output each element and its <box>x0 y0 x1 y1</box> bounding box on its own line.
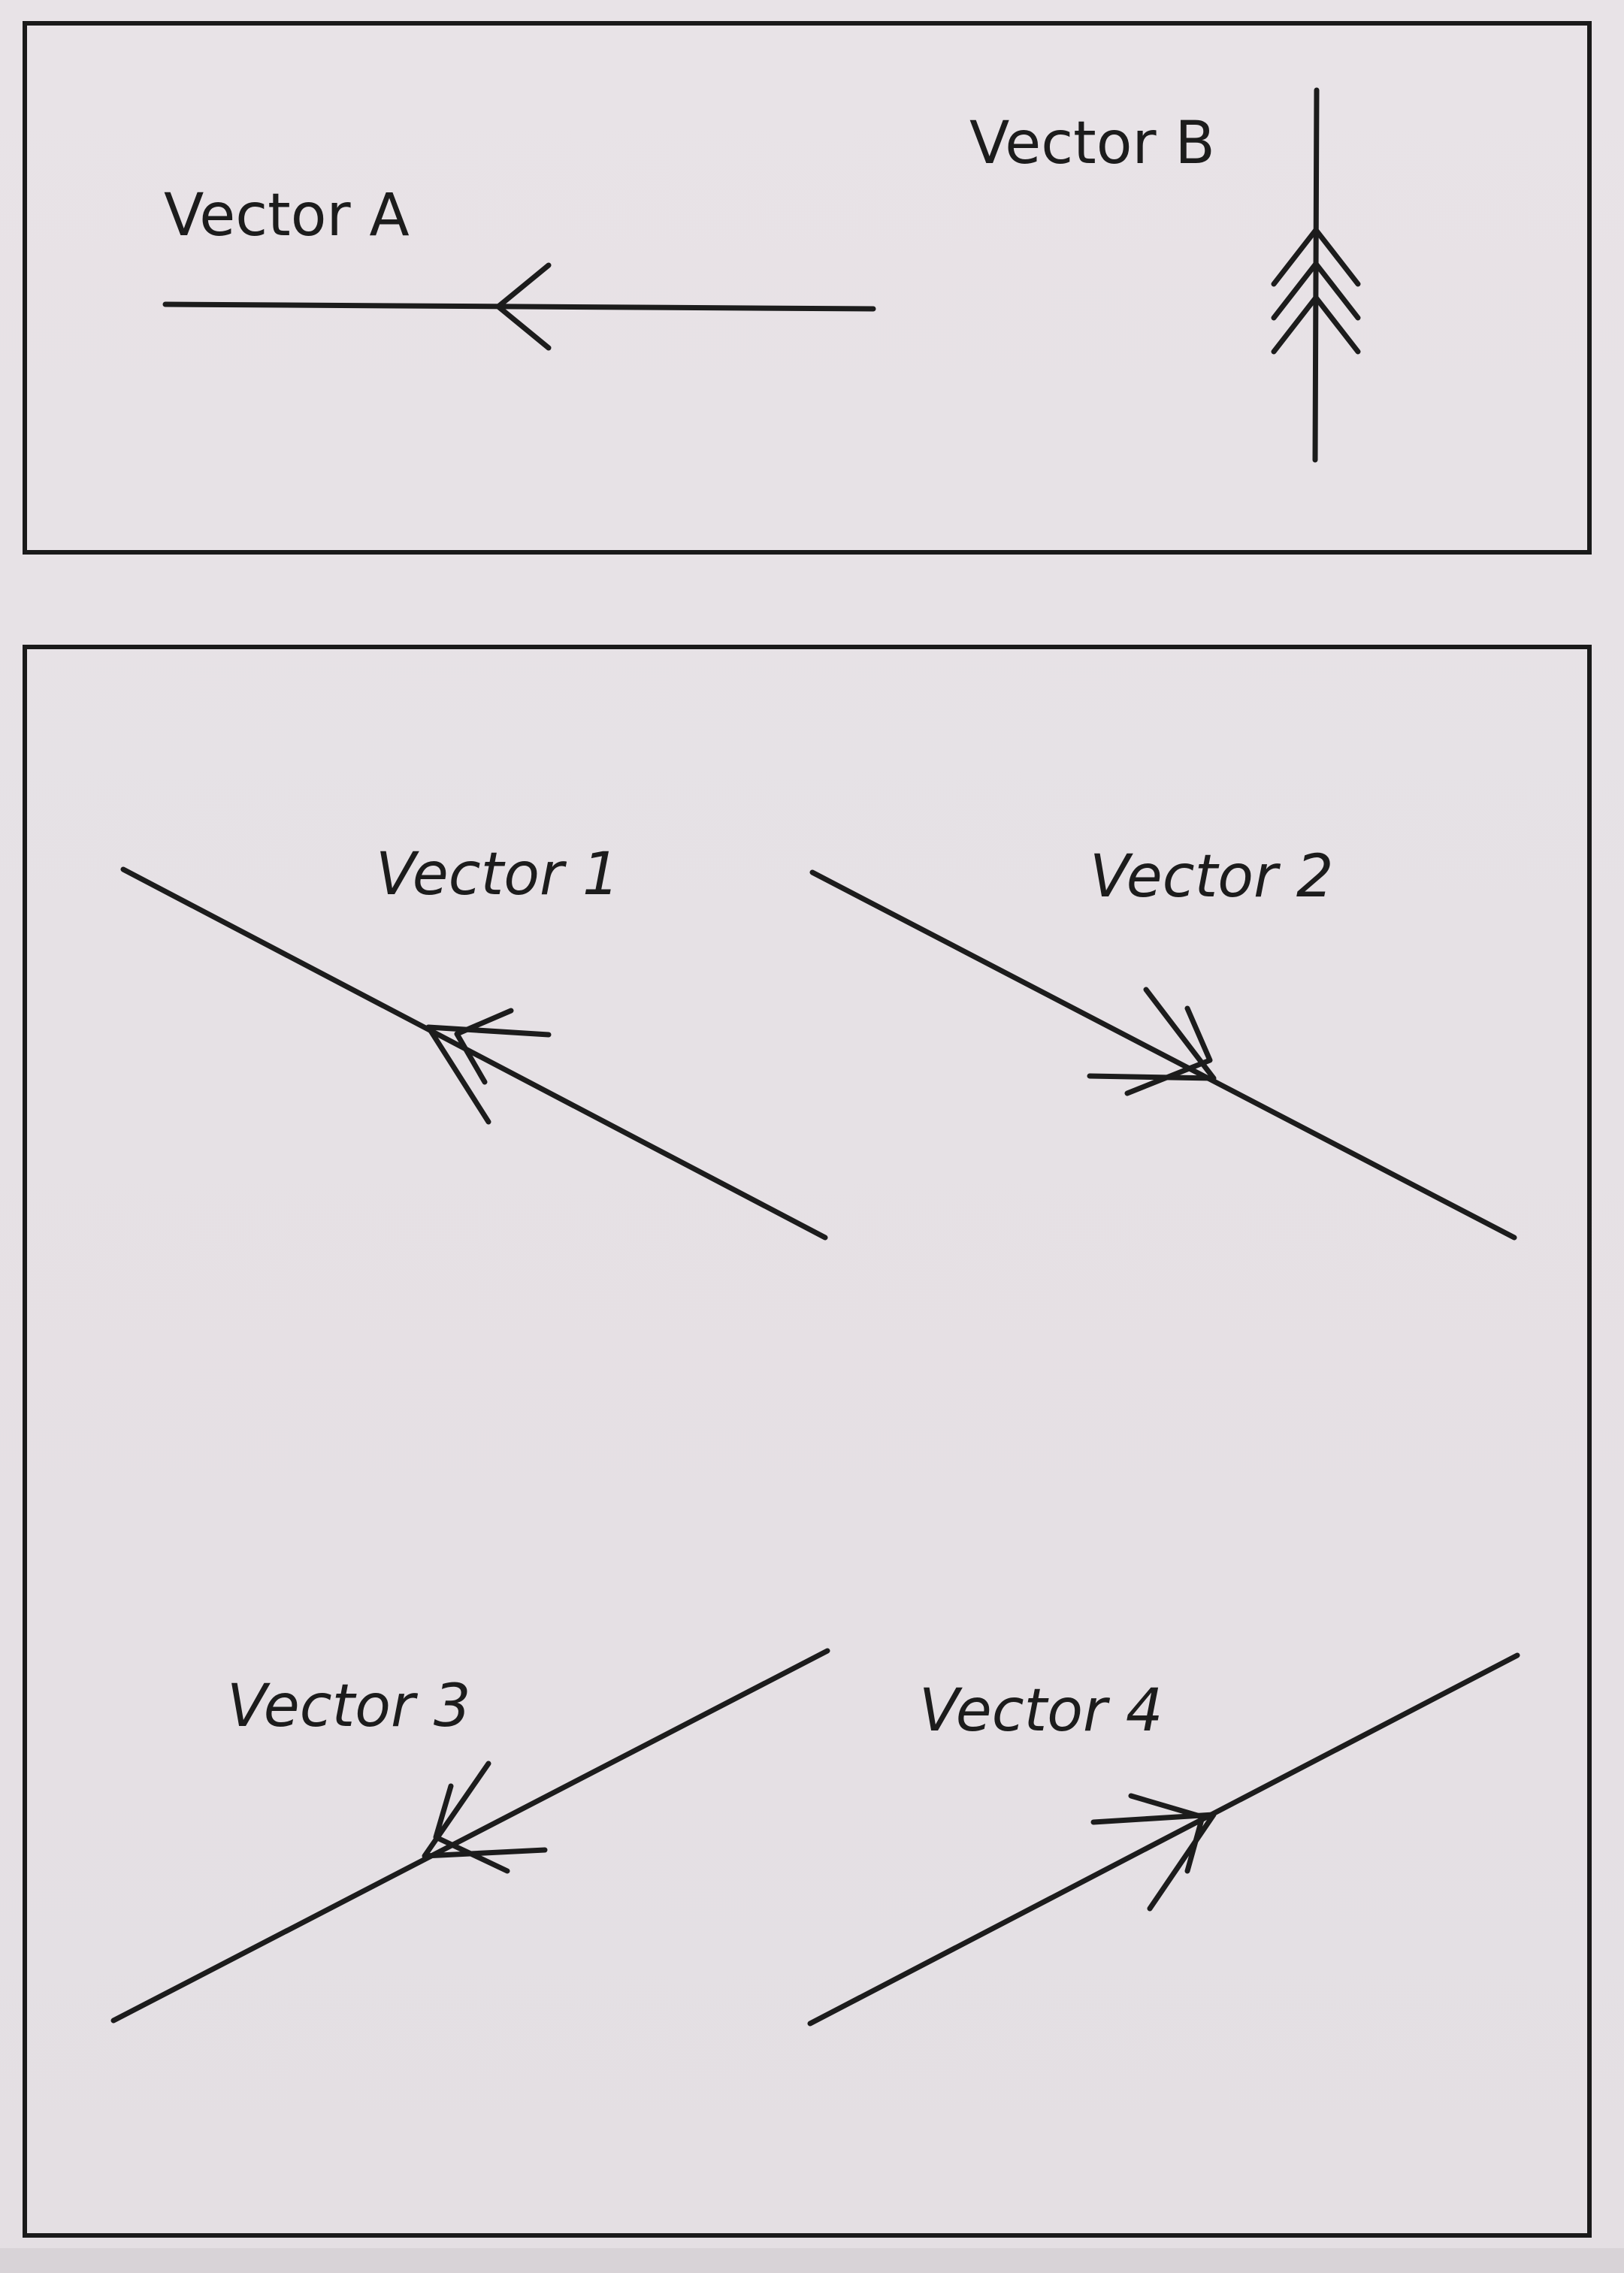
vector-1-label: Vector 1 <box>376 841 620 908</box>
vector-4-arrowhead-2 <box>1128 1793 1205 1874</box>
vector-2-label: Vector 2 <box>1090 843 1334 911</box>
page-bottom-edge <box>0 2248 1624 2273</box>
vector-1-arrowhead-1 <box>425 1024 552 1125</box>
vector-b-arrowhead-1 <box>1271 227 1361 287</box>
reference-vectors-box <box>23 21 1592 555</box>
vector-3-shaft <box>110 1648 830 2024</box>
vector-b-arrowhead-3 <box>1271 295 1361 355</box>
vector-b-shaft <box>1312 87 1320 463</box>
vector-4-arrow <box>807 1652 1520 2027</box>
vector-b-arrow <box>1271 87 1361 463</box>
comparison-vectors-box <box>23 645 1592 2238</box>
vector-3-arrowhead-2 <box>433 1783 510 1874</box>
vector-4-arrowhead-1 <box>1090 1812 1217 1912</box>
vector-a-arrowhead <box>495 262 552 351</box>
vector-1-arrowhead-2 <box>454 1008 514 1085</box>
vector-1-shaft <box>120 866 828 1241</box>
vector-2-arrowhead-2 <box>1124 1005 1213 1096</box>
vector-3-arrowhead-1 <box>422 1761 548 1859</box>
vector-a-shaft <box>162 301 876 312</box>
vector-a-label: Vector A <box>164 182 410 249</box>
vector-b-label: Vector B <box>969 110 1215 177</box>
vector-3-label: Vector 3 <box>227 1673 471 1740</box>
vector-4-label: Vector 4 <box>919 1677 1163 1745</box>
vector-3-arrow <box>110 1648 830 2024</box>
vector-1-arrow <box>120 866 828 1241</box>
vector-2-shaft <box>809 869 1517 1241</box>
vector-a-arrow <box>162 262 876 351</box>
vector-2-arrowhead-1 <box>1087 987 1217 1081</box>
vector-2-arrow <box>809 869 1517 1241</box>
vector-b-arrowhead-2 <box>1271 261 1361 321</box>
vector-4-shaft <box>807 1652 1520 2027</box>
